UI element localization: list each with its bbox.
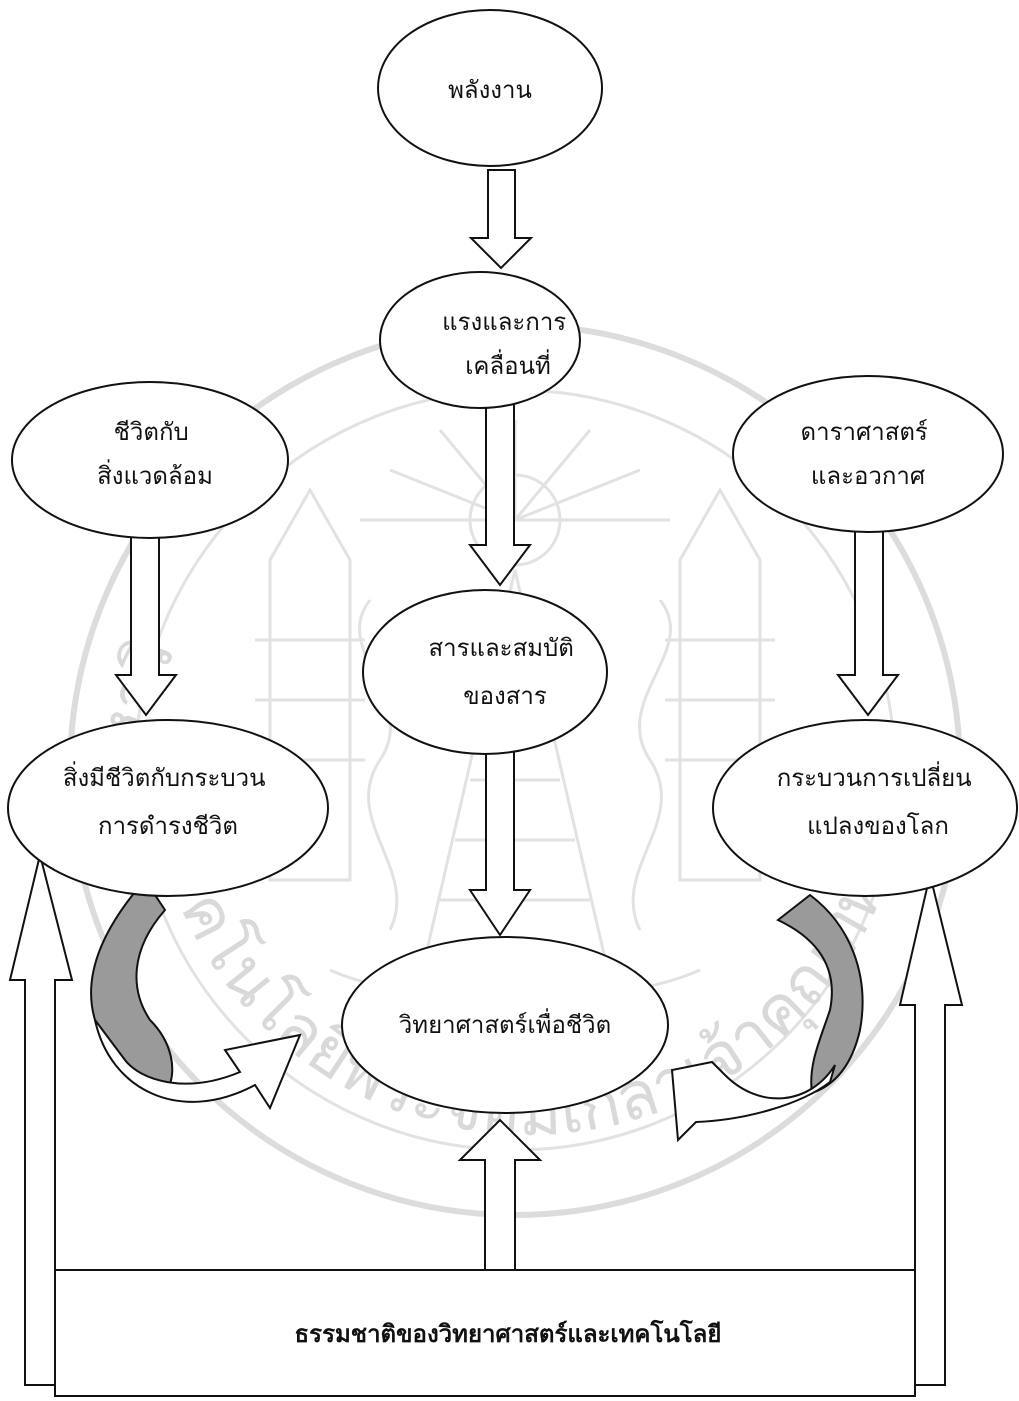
curved-arrow-left <box>90 878 302 1111</box>
arrow-life-environment-to-living-processes <box>114 524 178 717</box>
node-force-motion-label: แรงและการ เคลื่อนที่ <box>442 308 574 380</box>
base-box: ธรรมชาติของวิทยาศาสตร์และเทคโนโลยี <box>54 1269 916 1397</box>
node-matter-properties-label: สารและสมบัติ ของสาร <box>428 634 581 710</box>
arrow-force-motion-to-matter <box>468 394 532 587</box>
node-living-processes: สิ่งมีชีวิตกับกระบวน การดำรงชีวิต <box>7 719 329 897</box>
arrow-astronomy-to-earth-change <box>836 524 900 717</box>
node-life-environment-label: ชีวิตกับ สิ่งแวดล้อม <box>97 418 213 490</box>
node-life-environment: ชีวิตกับ สิ่งแวดล้อม <box>11 381 289 539</box>
node-matter-properties: สารและสมบัติ ของสาร <box>362 589 608 755</box>
node-astronomy-space-label: ดาราศาสตร์ และอวกาศ <box>801 418 936 490</box>
curved-arrow-right <box>670 893 864 1143</box>
node-living-processes-label: สิ่งมีชีวิตกับกระบวน การดำรงชีวิต <box>63 761 273 840</box>
node-energy: พลังงาน <box>377 9 603 167</box>
arrow-base-to-science-for-life <box>457 1118 543 1271</box>
arrow-matter-to-science-for-life <box>468 744 532 937</box>
base-label: ธรรมชาติของวิทยาศาสตร์และเทคโนโลยี <box>295 1319 722 1348</box>
node-earth-change-label: กระบวนการเปลี่ยน แปลงของโลก <box>777 761 980 840</box>
node-earth-change: กระบวนการเปลี่ยน แปลงของโลก <box>712 719 1018 897</box>
node-astronomy-space: ดาราศาสตร์ และอวกาศ <box>732 375 1004 533</box>
arrow-energy-to-force-motion <box>468 169 534 270</box>
node-energy-label: พลังงาน <box>448 76 532 104</box>
node-force-motion: แรงและการ เคลื่อนที่ <box>379 271 581 409</box>
node-science-for-life: วิทยาศาสตร์เพื่อชีวิต <box>341 936 669 1114</box>
node-science-for-life-label: วิทยาศาสตร์เพื่อชีวิต <box>398 1008 611 1039</box>
arrow-base-to-earth-change <box>898 874 964 1386</box>
